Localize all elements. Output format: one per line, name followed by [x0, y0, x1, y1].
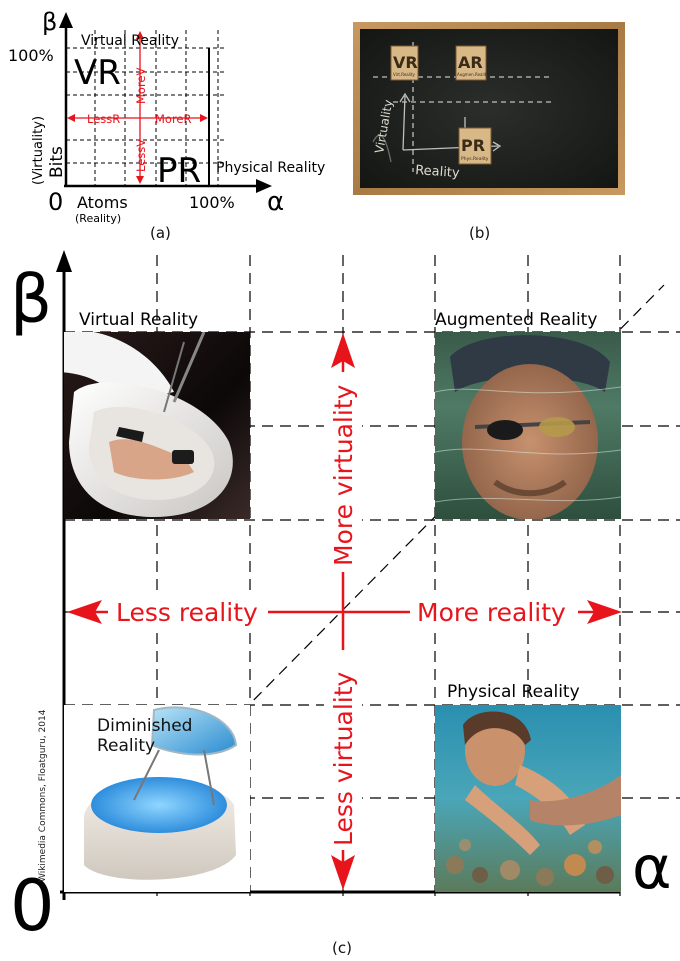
panel-b-reality: Reality [415, 163, 461, 181]
block-vr: VR Virt.Reality [390, 45, 419, 81]
panel-a-lessr: LessR [87, 112, 120, 126]
panel-c-beta-label: β [10, 261, 52, 338]
panel-a-vr: VR [74, 53, 121, 93]
more-reality-bg [410, 593, 578, 631]
panel-a-bits: Bits [47, 146, 67, 178]
panel-c-alpha-label: α [632, 833, 672, 903]
panel-b-caption: (b) [469, 224, 491, 242]
panel-a-lessv: LessV [134, 139, 148, 172]
diminished-reality-photo [64, 705, 250, 892]
panel-a-beta-label: β [42, 8, 57, 36]
panel-a-arrow-up [136, 31, 144, 39]
panel-a-physical-reality: Physical Reality [216, 160, 325, 176]
panel-c-caption: (c) [332, 939, 352, 957]
block-ar: AR Augmen.Reality [455, 45, 489, 81]
panel-a-100-top: 100% [8, 46, 54, 65]
panel-a-diagram: β 100% Virtual Reality VR PR Physical Re… [8, 8, 325, 225]
more-virtuality-bg [324, 372, 362, 572]
physical-reality-photo [435, 705, 621, 892]
panel-a-zero: 0 [48, 188, 63, 216]
augmented-reality-photo [435, 332, 621, 519]
panel-a-morer: MoreR [155, 112, 192, 126]
panel-c-arrow-left [67, 600, 102, 624]
more-reality-label: More reality [417, 598, 566, 627]
panel-a-virtuality: (Virtuality) [31, 116, 46, 185]
panel-b-chalkboard-photo: Virtuality Reality VR Virt.Reality AR Au… [353, 22, 625, 195]
panel-a-alpha-label: α [267, 187, 284, 217]
block-vr-small: Virt.Reality [393, 72, 416, 77]
panel-a-red-cross [72, 36, 202, 180]
panel-a-arrow-down [136, 176, 144, 184]
less-virtuality-bg [324, 650, 362, 850]
photo-credit: Wikimedia Commons, Floatguru, 2014 [38, 709, 48, 882]
block-pr-label: PR [461, 136, 485, 155]
panel-c-beta-arrowhead [56, 250, 72, 272]
panel-c-arrow-down [331, 855, 355, 890]
block-vr-label: VR [393, 53, 418, 72]
block-ar-label: AR [458, 53, 483, 72]
panel-a-arrow-right [200, 114, 208, 122]
virtual-reality-photo [64, 332, 250, 519]
augmented-reality-title: Augmented Reality [435, 310, 597, 330]
panel-c-zero: 0 [10, 865, 55, 940]
less-virtuality-label: Less virtuality [329, 671, 358, 846]
panel-c-arrow-right [587, 600, 622, 624]
less-reality-bg [108, 593, 268, 631]
block-ar-small: Augmen.Reality [457, 72, 489, 77]
physical-reality-title: Physical Reality [447, 682, 580, 702]
panel-a-alpha-arrowhead [256, 179, 272, 193]
panel-a-beta-arrowhead [59, 12, 73, 28]
panel-a-morev: MoreV [134, 67, 148, 104]
panel-c-arrow-up [331, 333, 355, 368]
panel-a-caption: (a) [150, 224, 171, 242]
panel-a-arrow-left [67, 114, 75, 122]
panel-a-atoms: Atoms [77, 193, 128, 212]
more-virtuality-label: More virtuality [329, 384, 358, 566]
block-pr: PR Phys.Reality [458, 127, 492, 165]
less-reality-label: Less reality [116, 598, 258, 627]
virtual-reality-title: Virtual Reality [79, 310, 198, 330]
block-pr-small: Phys.Reality [461, 156, 489, 162]
panel-a-grid [66, 30, 226, 185]
panel-a-reality: (Reality) [75, 212, 121, 225]
panel-a-virtual-reality: Virtual Reality [81, 33, 179, 49]
diminished-reality-title: Diminished Reality [97, 716, 193, 756]
panel-a-100-right: 100% [189, 193, 235, 212]
panel-a-pr: PR [157, 151, 201, 191]
